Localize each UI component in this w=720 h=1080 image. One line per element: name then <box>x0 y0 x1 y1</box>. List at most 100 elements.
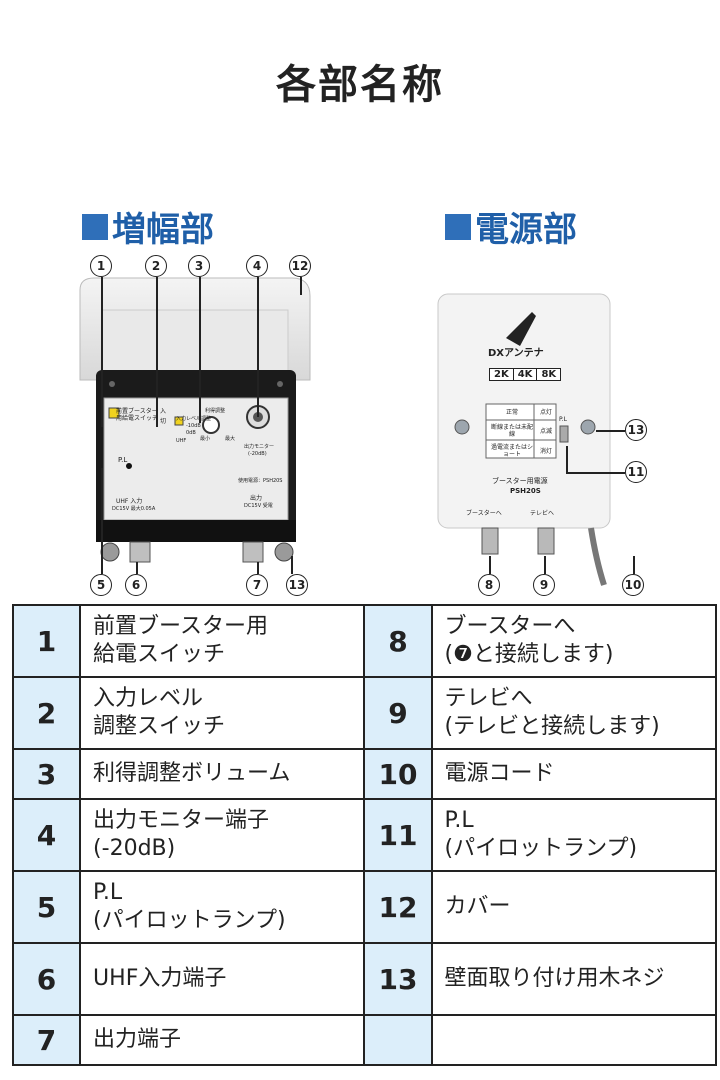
power-pl-label: P.L <box>559 416 567 423</box>
leader-7 <box>257 562 259 574</box>
amp-uhf-in-spec: DC15V 最大0.05A <box>112 506 156 512</box>
table-row: 4 出力モニター端子 (-20dB) 11 P.L (パイロットランプ) <box>11 798 718 872</box>
part-name: 出力端子 <box>79 1014 366 1066</box>
power-to-tv: テレビへ <box>530 510 555 517</box>
part-num: 13 <box>363 942 433 1016</box>
amp-monitor-db: (-20dB) <box>248 451 267 457</box>
part-num: 9 <box>363 676 433 750</box>
section-heading-power: 電源部 <box>445 202 577 251</box>
part-name: カバー <box>430 870 718 944</box>
amp-monitor-label: 出力モニター <box>244 444 275 450</box>
leader-6 <box>136 562 138 574</box>
empty-cell <box>430 1014 718 1066</box>
amp-out-spec: DC15V 受電 <box>244 503 273 509</box>
section-amp-label: 増幅部 <box>112 210 214 250</box>
amp-out-label: 出力 <box>250 495 263 502</box>
table-row: 6 UHF入力端子 13 壁面取り付け用木ネジ <box>11 942 718 1016</box>
status-state-0: 点灯 <box>539 409 552 416</box>
amp-pl-lamp <box>126 463 132 469</box>
table-row: 2 入力レベル 調整スイッチ 9 テレビへ (テレビと接続します) <box>11 676 718 750</box>
callout-13b: 13 <box>625 419 647 441</box>
part-num: 2 <box>11 676 82 750</box>
callout-12: 12 <box>289 255 311 277</box>
callout-9: 9 <box>533 574 555 596</box>
status-state-1: 点滅 <box>539 428 552 435</box>
amp-pl-label: P.L <box>118 456 128 464</box>
empty-cell <box>363 1014 433 1066</box>
part-name: 電源コード <box>430 748 718 800</box>
part-num: 3 <box>11 748 82 800</box>
table-row: 1 前置ブースター用 給電スイッチ 8 ブースターへ (❼と接続します) <box>11 604 718 678</box>
part-name: UHF入力端子 <box>79 942 366 1016</box>
amp-minus10db: -10dB <box>186 423 201 429</box>
gain-knob <box>202 416 220 434</box>
part-name: 利得調整ボリューム <box>79 748 366 800</box>
part-num: 6 <box>11 942 82 1016</box>
badge-4k: 4K <box>512 369 537 380</box>
part-name: ブースターへ (❼と接続します) <box>430 604 718 678</box>
power-model: PSH20S <box>510 487 541 495</box>
section-power-label: 電源部 <box>475 210 577 250</box>
amp-switch-label: 前置ブースター用給電スイッチ <box>116 408 159 422</box>
power-badge: 2K 4K 8K <box>489 368 562 381</box>
square-icon <box>82 213 108 240</box>
leader-13b <box>596 430 625 432</box>
leader-5 <box>101 468 103 574</box>
status-cond-0: 正常 <box>505 409 518 416</box>
leader-8 <box>489 556 491 574</box>
part-name: 前置ブースター用 給電スイッチ <box>79 604 366 678</box>
leader-11-v <box>566 446 568 473</box>
callout-4: 4 <box>246 255 268 277</box>
part-name: テレビへ (テレビと接続します) <box>430 676 718 750</box>
power-name: ブースター用電源 <box>492 477 548 485</box>
part-num: 10 <box>363 748 433 800</box>
leader-11-h <box>566 472 625 474</box>
dx-logo-icon <box>506 312 536 346</box>
amp-switch-on: 入 <box>160 408 167 415</box>
part-num: 11 <box>363 798 433 872</box>
amp-0db: 0dB <box>186 430 196 436</box>
amp-gain-label: 利得調整 <box>205 408 226 414</box>
leader-10 <box>633 556 635 574</box>
part-name: 入力レベル 調整スイッチ <box>79 676 366 750</box>
part-name: P.L (パイロットランプ) <box>430 798 718 872</box>
amp-uhf-in-label: UHF 入力 <box>116 498 143 505</box>
section-heading-amp: 増幅部 <box>82 202 214 251</box>
table-row: 5 P.L (パイロットランプ) 12 カバー <box>11 870 718 944</box>
part-num: 4 <box>11 798 82 872</box>
status-cond-2: 過電流またはショート <box>490 444 533 458</box>
part-name: 出力モニター端子 (-20dB) <box>79 798 366 872</box>
parts-table: 1 前置ブースター用 給電スイッチ 8 ブースターへ (❼と接続します) 2 入… <box>11 604 718 1066</box>
leader-2 <box>156 277 158 427</box>
amp-switch-off: 切 <box>160 418 167 425</box>
power-brand: DXアンテナ <box>488 348 544 359</box>
callout-11: 11 <box>625 461 647 483</box>
part-num: 12 <box>363 870 433 944</box>
part-num: 8 <box>363 604 433 678</box>
leader-12 <box>300 277 302 295</box>
power-device <box>437 293 611 586</box>
leader-1 <box>101 277 103 427</box>
table-row: 7 出力端子 <box>11 1014 718 1066</box>
leader-3 <box>199 277 201 423</box>
part-num: 5 <box>11 870 82 944</box>
power-cord <box>588 527 607 586</box>
callout-8: 8 <box>478 574 500 596</box>
callout-5: 5 <box>90 574 112 596</box>
leader-4 <box>257 277 259 417</box>
callout-13a: 13 <box>286 574 308 596</box>
table-row: 3 利得調整ボリューム 10 電源コード <box>11 748 718 800</box>
part-name: 壁面取り付け用木ネジ <box>430 942 718 1016</box>
part-name: P.L (パイロットランプ) <box>79 870 366 944</box>
leader-9 <box>544 556 546 574</box>
badge-2k: 2K <box>490 369 513 380</box>
status-cond-1: 断線または未配線 <box>490 424 533 438</box>
callout-7: 7 <box>246 574 268 596</box>
amp-input-level-label: 入力レベル調整 <box>176 416 212 422</box>
amp-uhf-label: UHF <box>176 438 187 444</box>
power-to-booster: ブースターへ <box>466 510 502 517</box>
part-num: 7 <box>11 1014 82 1066</box>
leader-13a <box>291 556 293 574</box>
power-pl-lamp <box>559 425 569 443</box>
badge-8k: 8K <box>536 369 561 380</box>
